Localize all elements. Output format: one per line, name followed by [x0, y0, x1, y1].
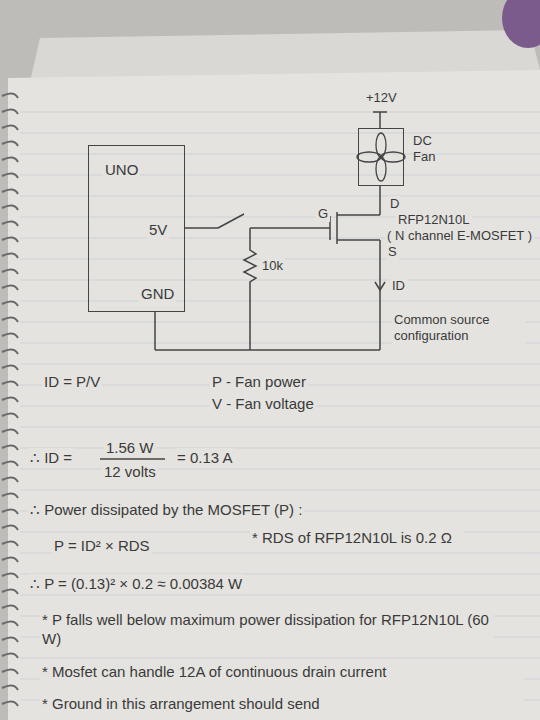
binding-ring	[2, 653, 18, 658]
binding-ring	[2, 173, 18, 178]
note: Common source configuration	[392, 312, 526, 344]
binding-ring	[2, 397, 18, 402]
schematic-wires	[100, 112, 387, 459]
pin-label: GND	[139, 284, 176, 303]
binding-ring	[2, 509, 18, 514]
binding-ring	[2, 221, 18, 226]
purple-object	[502, 0, 540, 48]
binding-ring	[2, 237, 18, 242]
binding-ring	[2, 429, 18, 434]
binding-ring	[2, 205, 18, 210]
note: * Mosfet can handle 12A of continuous dr…	[40, 662, 524, 681]
binding-ring	[2, 157, 18, 162]
binding-ring	[2, 637, 18, 642]
binding-ring	[2, 381, 18, 386]
formula: ∴ P = (0.13)² × 0.2 ≈ 0.00384 W	[28, 574, 244, 593]
binding-ring	[2, 349, 18, 354]
note: * Ground in this arrangement should send	[40, 694, 524, 713]
binding-ring	[2, 253, 18, 258]
binding-ring	[2, 285, 18, 290]
formula: P = ID² × RDS	[52, 536, 152, 555]
note: * P falls well below maximum power dissi…	[40, 610, 494, 648]
binding-ring	[2, 141, 18, 146]
resistor-value: 10k	[260, 258, 285, 274]
fan-box: DC Fan	[358, 128, 404, 186]
binding-ring	[2, 621, 18, 626]
formula: ∴ ID =	[28, 448, 74, 467]
note: P - Fan power	[210, 372, 308, 391]
paper	[8, 70, 540, 720]
arduino-box: UNO 5V GND	[88, 145, 185, 312]
formula: ID = P/V	[42, 372, 102, 391]
binding-ring	[2, 125, 18, 130]
supply-label: +12V	[364, 90, 399, 106]
fan-symbol	[357, 133, 405, 181]
binding-ring	[2, 525, 18, 530]
binding-ring	[2, 189, 18, 194]
spiral-binding	[2, 93, 18, 706]
formula: = 0.13 A	[175, 448, 234, 467]
uno-label: UNO	[103, 160, 140, 179]
binding-ring	[2, 541, 18, 546]
note: V - Fan voltage	[210, 394, 316, 413]
binding-ring	[2, 573, 18, 578]
note: * RDS of RFP12N10L is 0.2 Ω	[250, 528, 464, 547]
binding-ring	[2, 301, 18, 306]
binding-ring	[2, 557, 18, 562]
binding-ring	[2, 605, 18, 610]
note: ∴ Power dissipated by the MOSFET (P) :	[28, 500, 304, 519]
formula: 1.56 W	[104, 438, 156, 457]
current-label: ID	[390, 278, 407, 294]
binding-ring	[2, 413, 18, 418]
binding-ring	[2, 461, 18, 466]
formula: 12 volts	[102, 462, 158, 481]
pin-label: D	[388, 196, 401, 212]
binding-ring	[2, 477, 18, 482]
binding-ring	[2, 589, 18, 594]
binding-ring	[2, 685, 18, 690]
binding-ring	[2, 109, 18, 114]
binding-ring	[2, 269, 18, 274]
pin-label: 5V	[147, 220, 169, 239]
part-number: RFP12N10L	[396, 212, 472, 228]
binding-ring	[2, 701, 18, 706]
binding-ring	[2, 493, 18, 498]
fan-label: DC Fan	[411, 133, 451, 165]
part-type: ( N channel E-MOSFET )	[385, 228, 534, 244]
pin-label: S	[386, 244, 399, 260]
binding-ring	[2, 669, 18, 674]
binding-ring	[2, 365, 18, 370]
binding-ring	[2, 445, 18, 450]
binding-ring	[2, 93, 18, 98]
binding-ring	[2, 333, 18, 338]
binding-ring	[2, 317, 18, 322]
ruling	[20, 92, 540, 720]
pin-label: G	[316, 206, 330, 222]
